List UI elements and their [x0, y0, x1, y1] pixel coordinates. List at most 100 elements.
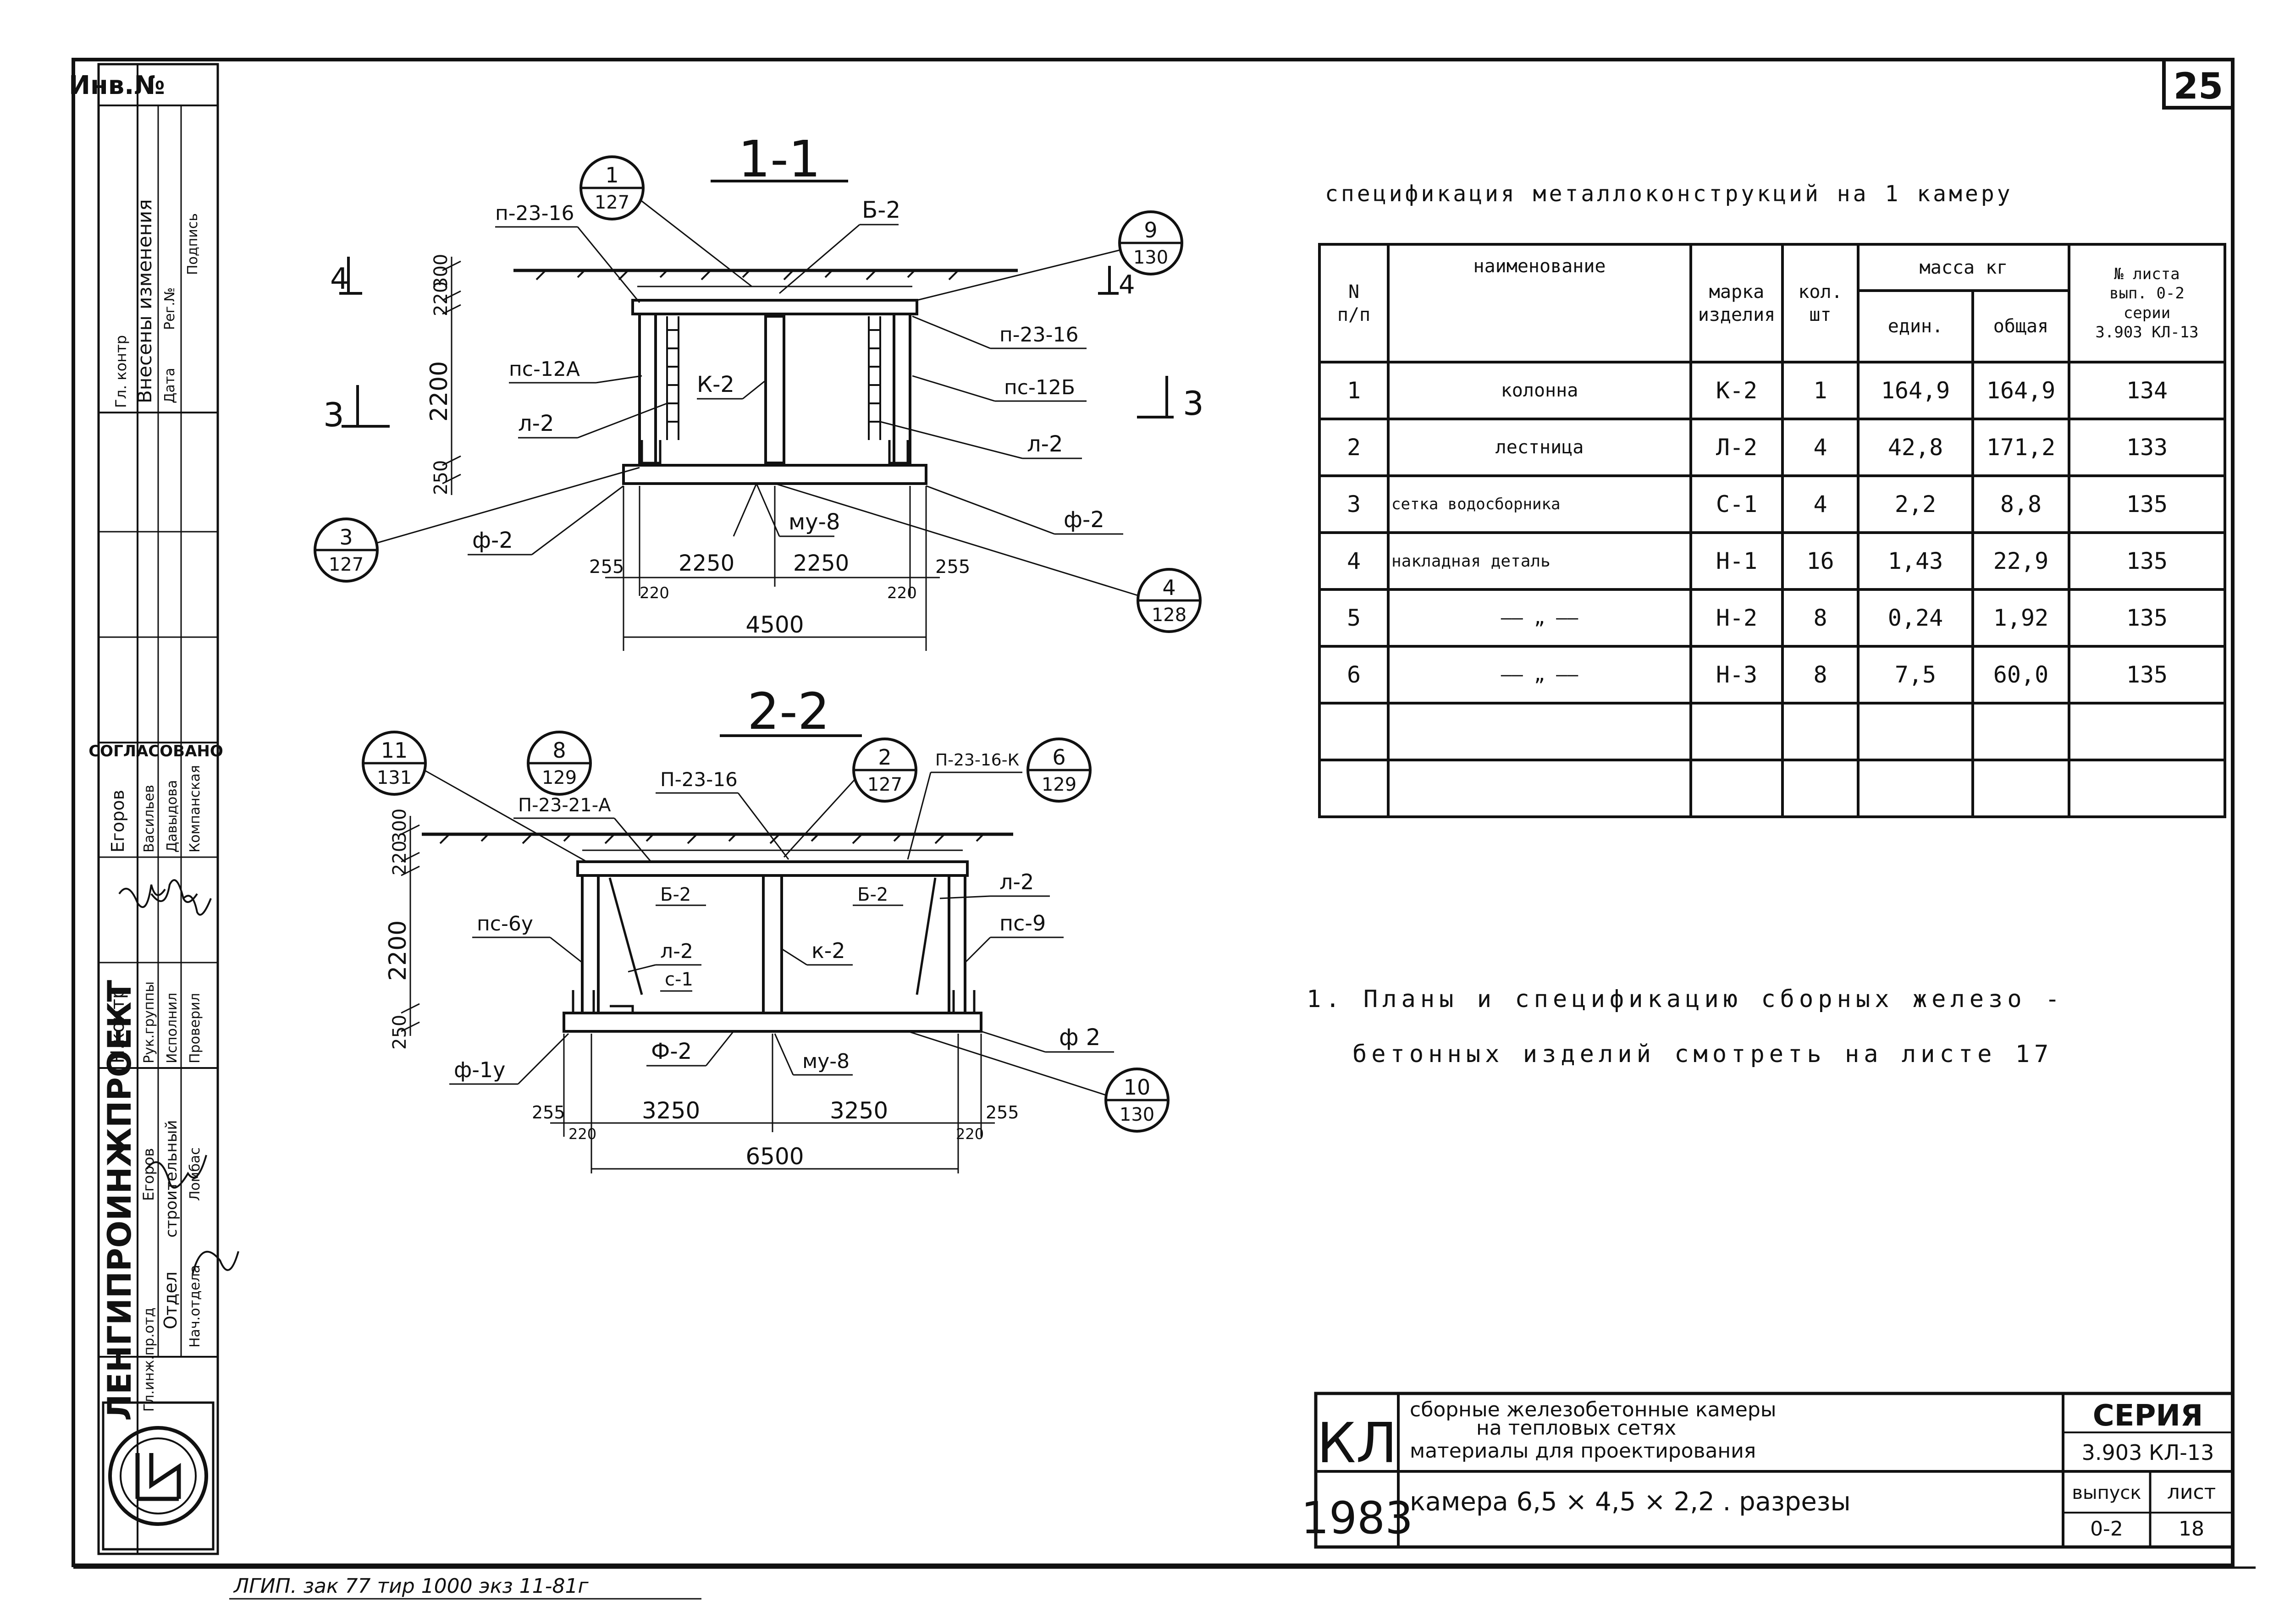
stamp-role-ncontr: Н.контр [107, 987, 128, 1063]
label-2-b2-left: Б-2 [660, 884, 691, 905]
svg-text:127: 127 [329, 554, 364, 575]
signature-scribble [182, 895, 212, 916]
side-stamp: Инв.№ Внесены изменения Гл. контр Дата Р… [69, 63, 239, 1555]
section-mark-3-left: 3 [323, 396, 344, 434]
stamp-changes-col-date: Дата [162, 368, 178, 403]
svg-text:129: 129 [542, 767, 577, 788]
svg-text:4: 4 [1162, 575, 1175, 600]
stamp-control: Гл. контр [112, 335, 130, 408]
dim-2-h250: 250 [389, 1015, 410, 1050]
title-issue-value: 0-2 [2090, 1517, 2123, 1541]
label-2-f1u: ф-1у [454, 1057, 505, 1082]
section-2-2: 2-2 300 220 2200 250 255 220 3250 3250 2… [362, 682, 1170, 1173]
dim-2-h220: 220 [389, 841, 410, 875]
dim-1-w2250-right: 2250 [793, 551, 849, 576]
svg-text:130: 130 [1120, 1104, 1154, 1125]
org-logo [102, 1401, 215, 1551]
callout-8-129: 8 129 [527, 731, 592, 796]
callout-2-127: 2 127 [783, 738, 917, 858]
svg-text:1: 1 [605, 163, 618, 187]
dim-2-w255-left: 255 [532, 1102, 565, 1123]
sheet-number: 25 [2174, 66, 2224, 107]
table-row [1318, 702, 2226, 761]
dim-1-h250: 250 [430, 460, 452, 495]
label-1-p2316-left: п-23-16 [495, 202, 574, 225]
dim-1-w2250-left: 2250 [679, 551, 734, 576]
dim-2-h300: 300 [389, 809, 410, 843]
spec-title: спецификация металлоконструкций на 1 кам… [1325, 181, 2013, 207]
svg-text:2: 2 [878, 745, 891, 770]
dim-2-w220-right: 220 [956, 1125, 984, 1143]
signature-scribble [150, 879, 198, 903]
label-1-f2-left: ф-2 [472, 528, 513, 553]
title-series-value: 3.903 КЛ-13 [2082, 1440, 2214, 1465]
footer-stamp: ЛГИП. зак 77 тир 1000 экз 11-81г [233, 1574, 589, 1598]
section-1-title: 1-1 [738, 130, 821, 188]
label-1-l2-left: л-2 [518, 411, 554, 436]
title-code: КЛ [1317, 1412, 1397, 1475]
title-line-1: сборные железобетонные камеры [1410, 1398, 1777, 1421]
label-2-ps9: пс-9 [999, 911, 1046, 936]
label-2-ps6u: пс-6у [477, 912, 533, 936]
label-1-my8: му-8 [789, 509, 840, 535]
header-qty: кол.шт [1781, 243, 1860, 363]
dim-1-w220-left: 220 [640, 584, 669, 602]
title-sheet-label: лист [2167, 1481, 2216, 1504]
label-1-l2-right: л-2 [1027, 431, 1063, 457]
title-line-2: на тепловых сетях [1476, 1416, 1676, 1440]
section-1-1: 1-1 300 220 2200 250 255 2250 2250 255 [314, 130, 1204, 651]
stamp-agreed-name-3: Давыдова [164, 780, 180, 853]
stamp-agreed-name-2: Васильев [141, 785, 157, 853]
label-2-l2-top: л-2 [999, 870, 1034, 894]
stamp-inv-no: Инв.№ [69, 71, 165, 100]
stamp-changes-col-reg: Рег.№ [162, 287, 178, 330]
callout-6-129: 6 129 [1026, 738, 1092, 803]
title-block: КЛ 1983 сборные железобетонные камеры на… [1301, 1392, 2235, 1549]
svg-text:127: 127 [595, 192, 629, 213]
stamp-name-3: Ломбас [187, 1147, 203, 1201]
dim-1-w255-right: 255 [935, 556, 970, 578]
svg-text:9: 9 [1144, 218, 1157, 242]
dim-1-w220-right: 220 [887, 584, 917, 602]
stamp-name-1: Егоров [140, 1148, 157, 1201]
svg-text:8: 8 [552, 738, 566, 763]
callout-4-128: 4 128 [774, 483, 1202, 633]
label-1-ps12b: пс-12Б [1004, 376, 1075, 399]
callout-1-127: 1 127 [579, 155, 752, 287]
stamp-org: ЛЕНГИПРОИНЖПРОЕКТ [101, 980, 138, 1421]
stamp-role-executed: Исполнил [164, 993, 180, 1063]
dim-2-w6500: 6500 [745, 1143, 804, 1170]
label-2-p2316k: П-23-16-К [935, 751, 1019, 770]
stamp-agreed-name-4: Компанская [187, 765, 203, 853]
title-series-label: СЕРИЯ [2093, 1399, 2203, 1433]
stamp-changes-col-sign: Подпись [185, 213, 201, 275]
sheet-number-box [2162, 58, 2235, 110]
dim-2-w3250-left: 3250 [642, 1097, 700, 1124]
label-1-ps12a: пс-12А [509, 358, 580, 381]
svg-text:6: 6 [1052, 745, 1065, 770]
label-2-f2-right: ф 2 [1059, 1024, 1100, 1051]
stamp-role-dept-head: Нач.отдела [187, 1265, 203, 1348]
callout-10-130: 10 130 [907, 1030, 1170, 1133]
header-mass-total: общая [1971, 289, 2070, 363]
label-1-k2: К-2 [697, 372, 734, 397]
label-2-my8: му-8 [802, 1050, 850, 1073]
title-line-3: материалы для проектирования [1410, 1439, 1756, 1463]
label-2-l2-mid: л-2 [660, 940, 693, 963]
stamp-agreed: СОГЛАСОВАНО [88, 742, 223, 760]
section-mark-3-right: 3 [1183, 384, 1204, 423]
title-sheet-value: 18 [2179, 1517, 2204, 1541]
dim-2-w3250-right: 3250 [830, 1097, 888, 1124]
stamp-agreed-name-1: Егоров [108, 790, 128, 853]
header-mass-unit: един. [1857, 289, 1974, 363]
section-mark-4-left: 4 [330, 262, 349, 296]
label-2-k2: к-2 [811, 938, 845, 963]
